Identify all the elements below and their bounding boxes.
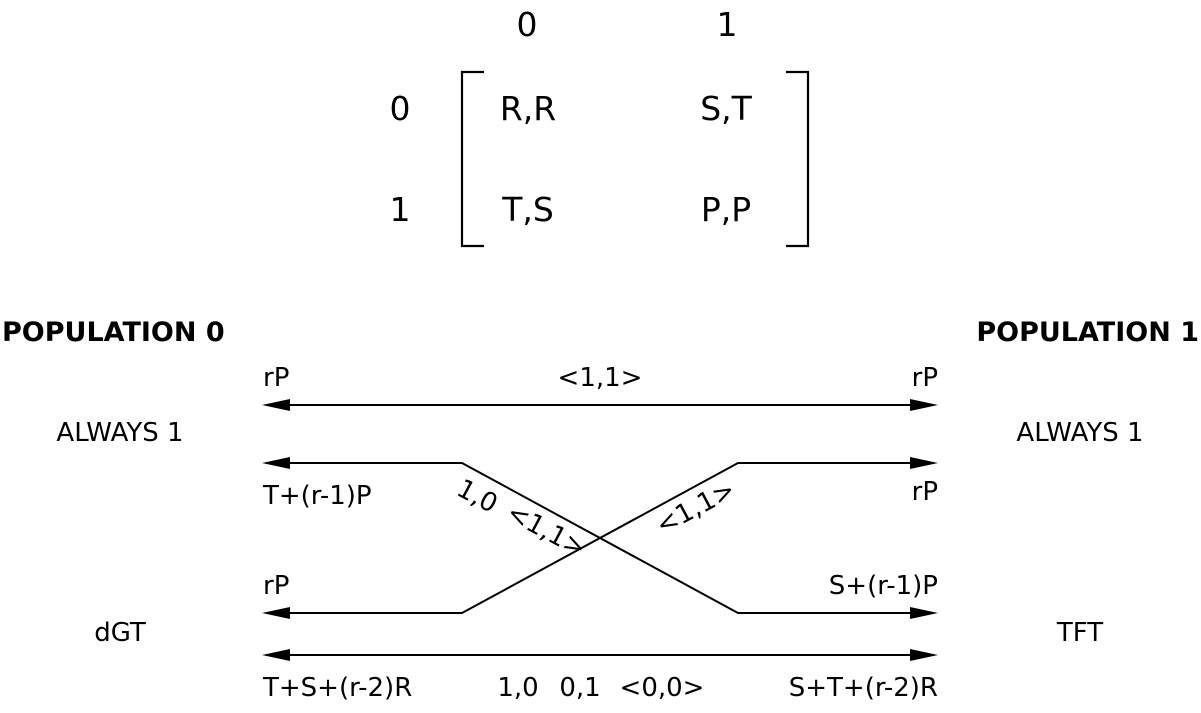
edge-bottom-left-payoff: T+S+(r-2)R [262, 673, 412, 703]
edge-bottom-label-c: <0,0> [620, 673, 705, 703]
payoff-matrix: 0 1 0 1 R,R S,T T,S P,P [390, 5, 810, 248]
edge-top: rP <1,1> rP [262, 363, 938, 411]
edge-bottom-label-a: 1,0 [497, 673, 538, 703]
edge-bottom-label-b: 0,1 [559, 673, 600, 703]
matrix-cell-0-1: S,T [700, 89, 752, 128]
edge-cross-up-left-payoff: rP [263, 571, 289, 601]
edge-top-right-payoff: rP [912, 363, 938, 393]
matrix-right-bracket [786, 70, 810, 248]
edge-cross-down-label-end: <1,1> [502, 498, 591, 564]
edge-bottom-left-arrowhead [262, 649, 290, 661]
edge-cross-up-right-arrowhead [910, 457, 938, 469]
edge-cross-down-right-arrowhead [910, 607, 938, 619]
edge-cross-down-right-payoff: S+(r-1)P [829, 571, 938, 601]
right-strategy-always-1: ALWAYS 1 [1016, 418, 1143, 448]
matrix-row-header-1: 1 [390, 190, 411, 229]
matrix-cell-1-0: T,S [501, 190, 554, 229]
matrix-left-bracket [460, 70, 484, 248]
edge-top-label: <1,1> [558, 363, 643, 393]
edge-top-right-arrowhead [910, 399, 938, 411]
edge-top-left-payoff: rP [263, 363, 289, 393]
edge-cross-up-label: <1,1> [651, 475, 740, 541]
matrix-col-header-0: 0 [517, 5, 538, 44]
left-strategy-always-1: ALWAYS 1 [56, 418, 183, 448]
right-strategy-tft: TFT [1056, 618, 1103, 648]
edge-cross-up-line [270, 462, 930, 614]
edge-cross-down-left-payoff: T+(r-1)P [262, 481, 372, 511]
population-1-title: POPULATION 1 [976, 317, 1199, 348]
matrix-row-header-0: 0 [390, 89, 411, 128]
edge-cross-up-left-arrowhead [262, 607, 290, 619]
edge-cross-down-left-arrowhead [262, 457, 290, 469]
edge-bottom: T+S+(r-2)R 1,0 0,1 <0,0> S+T+(r-2)R [262, 649, 938, 703]
population-0-title: POPULATION 0 [2, 317, 225, 348]
edge-cross-down: T+(r-1)P 1,0 <1,1> S+(r-1)P [262, 457, 938, 619]
edge-top-left-arrowhead [262, 399, 290, 411]
edge-bottom-right-arrowhead [910, 649, 938, 661]
matrix-cell-0-0: R,R [500, 89, 556, 128]
left-strategy-dgt: dGT [94, 618, 146, 648]
edge-cross-up-right-payoff: rP [912, 477, 938, 507]
matrix-cell-1-1: P,P [701, 190, 751, 229]
matrix-col-header-1: 1 [717, 5, 738, 44]
edge-bottom-right-payoff: S+T+(r-2)R [789, 673, 938, 703]
